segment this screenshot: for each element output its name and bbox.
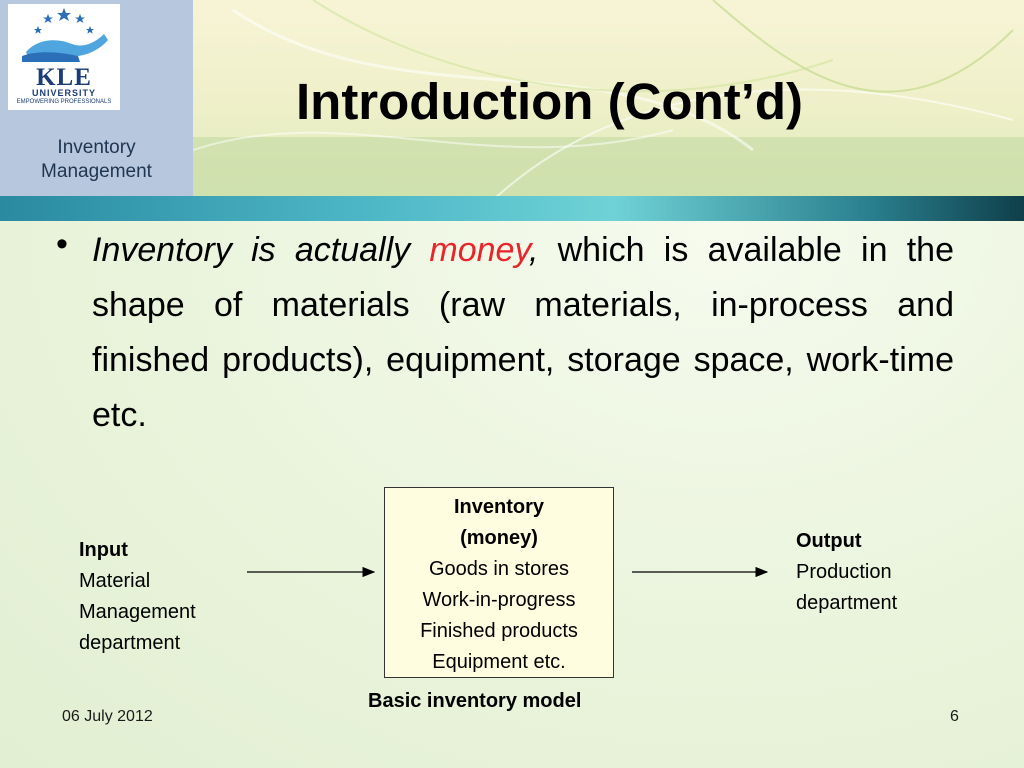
bullet-paragraph: Inventory is actually money, which is av…: [92, 223, 954, 443]
decorative-swirls: [193, 0, 1014, 200]
input-line: Material: [79, 570, 151, 592]
output-title: Output: [796, 530, 862, 552]
hand-stars-emblem-icon: [22, 8, 108, 62]
input-line: Management: [79, 601, 196, 623]
university-logo: KLE UNIVERSITY EMPOWERING PROFESSIONALS: [8, 4, 120, 110]
output-node: Output Production department: [796, 526, 897, 619]
accent-bar: [0, 196, 1024, 221]
inventory-box-line: Work-in-progress: [422, 589, 576, 611]
bullet-rest: which is available in the shape of mater…: [92, 231, 954, 434]
slide-header: KLE UNIVERSITY EMPOWERING PROFESSIONALS …: [0, 0, 1024, 200]
inventory-box-line: Goods in stores: [428, 558, 570, 580]
footer-date: 06 July 2012: [62, 708, 153, 725]
logo-wordmark: KLE: [36, 64, 92, 91]
logo-tagline: EMPOWERING PROFESSIONALS: [16, 99, 112, 105]
bullet-icon: •: [56, 225, 68, 263]
output-line: department: [796, 592, 898, 614]
inventory-box: Inventory (money) Goods in stores Work-i…: [384, 487, 614, 678]
slide-title: Introduction (Cont’d): [296, 73, 804, 130]
input-title: Input: [79, 539, 128, 561]
section-label: Inventory Management: [0, 136, 193, 184]
section-label-line: Management: [41, 161, 152, 182]
slide-number: 6: [950, 708, 959, 725]
input-line: department: [79, 632, 181, 654]
bullet-lead: Inventory is actually: [92, 231, 430, 269]
bullet-highlight: money: [429, 231, 529, 269]
diagram-caption: Basic inventory model: [368, 690, 582, 712]
section-label-line: Inventory: [57, 137, 136, 158]
logo-university: UNIVERSITY: [31, 88, 96, 98]
output-line: Production: [796, 561, 892, 583]
inventory-box-title: Inventory: [453, 496, 545, 518]
inventory-box-line: Finished products: [420, 620, 578, 642]
input-node: Input Material Management department: [79, 535, 196, 659]
inventory-box-title: (money): [460, 527, 538, 549]
inventory-box-line: Equipment etc.: [432, 651, 566, 673]
bullet-comma: ,: [528, 231, 539, 269]
header-band: [193, 137, 1024, 197]
